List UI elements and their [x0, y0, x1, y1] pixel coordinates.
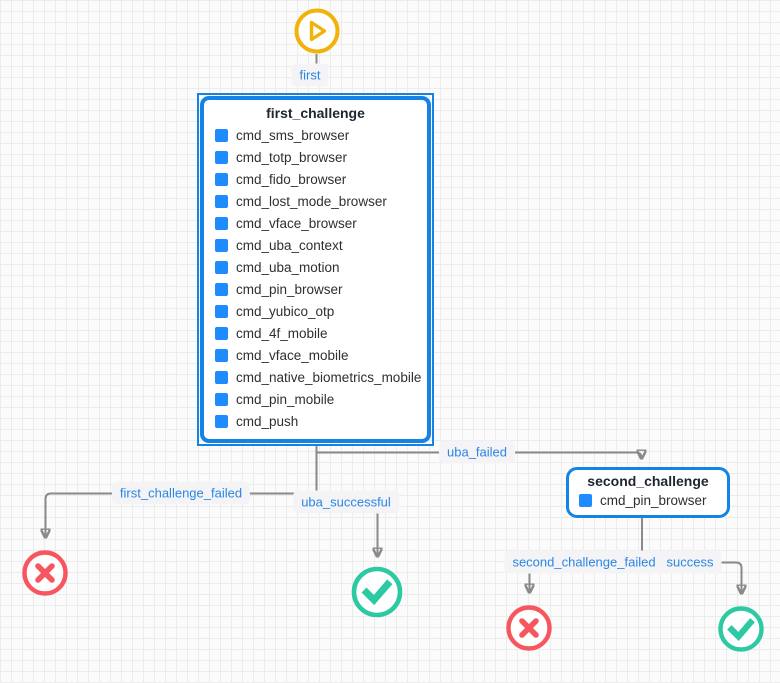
command-item: cmd_4f_mobile: [215, 322, 427, 344]
success-icon: [351, 566, 403, 618]
command-item: cmd_pin_browser: [215, 278, 427, 300]
command-icon: [215, 348, 228, 362]
command-icon: [215, 414, 228, 428]
command-item: cmd_totp_browser: [215, 146, 427, 168]
edge-label-uba-failed[interactable]: uba_failed: [439, 440, 515, 464]
edge-label-first-challenge-failed[interactable]: first_challenge_failed: [111, 481, 251, 505]
command-icon: [215, 370, 228, 384]
node-second-challenge[interactable]: second_challenge cmd_pin_browser: [566, 467, 730, 518]
failure-node-first-challenge[interactable]: [22, 550, 68, 596]
error-icon: [22, 550, 68, 596]
command-icon: [215, 238, 228, 252]
edge-label-second-challenge-failed[interactable]: second_challenge_failed: [504, 550, 664, 574]
error-icon: [506, 605, 552, 651]
command-item: cmd_vface_browser: [215, 212, 427, 234]
command-item: cmd_native_biometrics_mobile: [215, 366, 427, 388]
command-icon: [215, 282, 228, 296]
command-icon: [215, 194, 228, 208]
command-item: cmd_pin_mobile: [215, 388, 427, 410]
edge-success[interactable]: [529, 561, 742, 595]
edge-label-uba-successful[interactable]: uba_successful: [293, 490, 399, 514]
command-item: cmd_fido_browser: [215, 168, 427, 190]
command-item: cmd_uba_context: [215, 234, 427, 256]
edge-label-first[interactable]: first: [291, 63, 329, 87]
command-icon: [215, 260, 228, 274]
command-icon: [215, 392, 228, 406]
node-title: first_challenge: [266, 105, 365, 121]
failure-node-second-challenge[interactable]: [506, 605, 552, 651]
command-icon: [215, 172, 228, 186]
start-node[interactable]: [294, 8, 340, 54]
command-icon: [215, 128, 228, 142]
command-item: cmd_uba_motion: [215, 256, 427, 278]
edge-first-challenge-failed[interactable]: [46, 492, 317, 539]
command-item: cmd_lost_mode_browser: [215, 190, 427, 212]
edge-label-success[interactable]: success: [658, 550, 722, 574]
success-node-final[interactable]: [718, 606, 764, 652]
command-icon: [215, 150, 228, 164]
command-item: cmd_yubico_otp: [215, 300, 427, 322]
command-item: cmd_vface_mobile: [215, 344, 427, 366]
node-first-challenge[interactable]: first_challenge cmd_sms_browser cmd_totp…: [197, 93, 434, 446]
command-item: cmd_sms_browser: [215, 124, 427, 146]
command-icon: [215, 326, 228, 340]
edge-uba-failed[interactable]: [316, 453, 642, 460]
success-icon: [718, 606, 764, 652]
success-node-uba[interactable]: [351, 566, 403, 618]
play-icon: [294, 8, 340, 54]
command-icon: [579, 493, 592, 507]
command-item: cmd_push: [215, 410, 427, 432]
command-list: cmd_sms_browser cmd_totp_browser cmd_fid…: [204, 124, 427, 432]
command-icon: [215, 216, 228, 230]
command-icon: [215, 304, 228, 318]
node-title: second_challenge: [587, 473, 709, 489]
command-item: cmd_pin_browser: [569, 490, 727, 510]
